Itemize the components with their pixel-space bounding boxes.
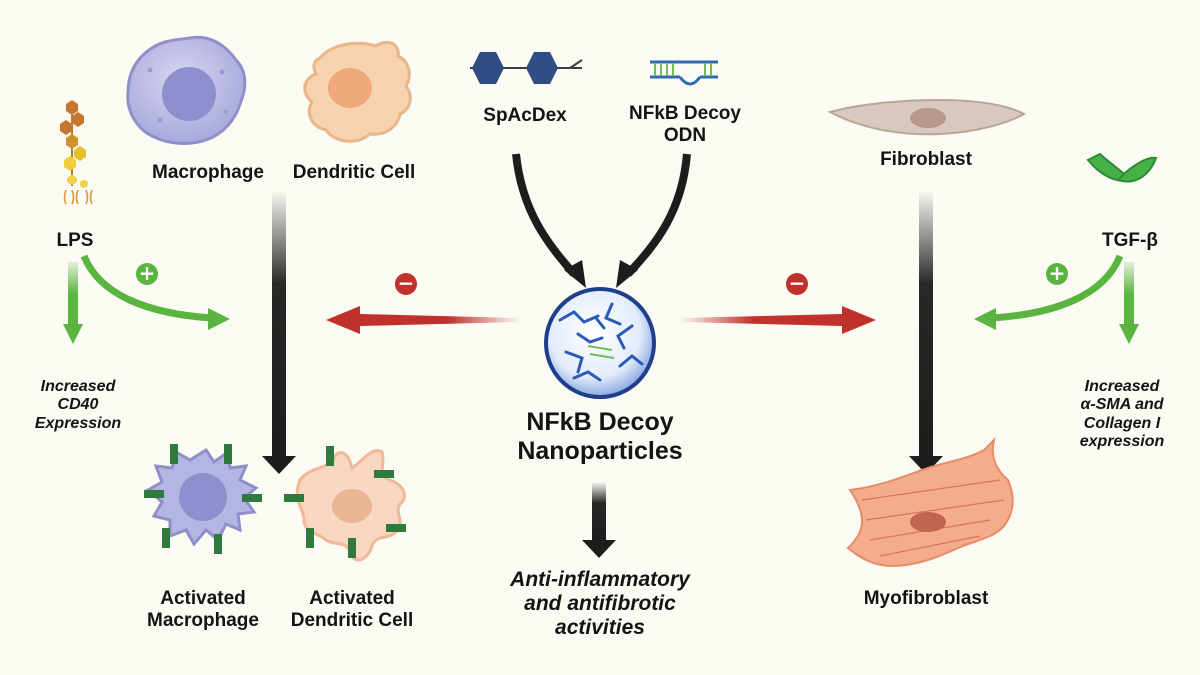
outcome-arrow	[582, 482, 616, 558]
tgf-activation-arrow	[974, 254, 1124, 330]
decoy-odn-label-line1: NFkB Decoy	[629, 103, 741, 124]
spacdex-to-nanoparticle-arrow	[512, 153, 586, 288]
activated-dendritic-cell-icon	[284, 446, 406, 562]
fibroblast-label: Fibroblast	[880, 149, 972, 170]
lps-molecule-icon	[60, 100, 93, 205]
nanoparticle-label: NFkB Decoy Nanoparticles	[486, 408, 714, 466]
lps-effect-line1: Increased	[40, 378, 116, 395]
tgf-effect-line1: Increased	[1084, 378, 1160, 395]
tgf-effect-line4: expression	[1079, 433, 1165, 451]
dendritic-cell-label: Dendritic Cell	[292, 162, 416, 183]
decoy-odn-icon	[650, 60, 718, 86]
nanoparticle-label-line1: NFkB Decoy	[526, 408, 674, 436]
outcome-line3: activities	[555, 616, 645, 640]
outcome-line1: Anti-inflammatory	[510, 568, 690, 591]
tgf-plus-sign: +	[1046, 263, 1068, 285]
fibroblast-differentiation-arrow	[909, 190, 943, 474]
macrophage-label: Macrophage	[152, 162, 264, 183]
tgf-effect-line2: α-SMA and	[1080, 396, 1164, 414]
tgf-beta-icon	[1086, 152, 1158, 183]
odn-to-nanoparticle-arrow	[616, 153, 691, 288]
lps-activation-arrow	[80, 254, 230, 330]
activated-macrophage-line1: Activated	[160, 588, 246, 609]
lps-effect-line3: Expression	[34, 414, 122, 432]
inhibit-immune-minus-sign: −	[395, 273, 417, 295]
activated-macrophage-icon	[144, 444, 262, 554]
lps-plus-sign: +	[136, 263, 158, 285]
spacdex-label: SpAcDex	[483, 105, 567, 126]
tgf-expression-arrow	[1119, 262, 1139, 344]
activated-macrophage-label: Activated Macrophage	[136, 588, 270, 632]
inhibit-fibrosis-arrow	[680, 306, 876, 334]
activated-dendritic-cell-line2: Dendritic Cell	[290, 609, 414, 631]
nanoparticle-icon	[544, 287, 656, 399]
tgf-effect-line3: Collagen I	[1083, 414, 1161, 432]
fibroblast-cell-icon	[827, 98, 1027, 136]
activated-dendritic-cell-label: Activated Dendritic Cell	[280, 588, 424, 632]
lps-label: LPS	[56, 230, 94, 251]
inhibit-fibrosis-minus-sign: −	[786, 273, 808, 295]
decoy-odn-label: NFkB Decoy ODN	[618, 103, 752, 147]
macrophage-activation-arrow	[262, 190, 296, 474]
decoy-odn-label-line2: ODN	[663, 124, 707, 146]
lps-effect-label: Increased CD40 Expression	[18, 378, 138, 433]
activated-macrophage-line2: Macrophage	[147, 609, 259, 631]
lps-expression-arrow	[63, 262, 83, 344]
outcome-label: Anti-inflammatory and antifibrotic activ…	[486, 568, 714, 640]
tgf-beta-label: TGF-β	[1102, 230, 1158, 251]
spacdex-polymer-icon	[470, 52, 583, 84]
myofibroblast-label: Myofibroblast	[863, 588, 989, 609]
tgf-effect-label: Increased α-SMA and Collagen I expressio…	[1052, 378, 1192, 452]
activated-dendritic-cell-line1: Activated	[309, 588, 395, 609]
inhibit-immune-arrow	[326, 306, 520, 334]
myofibroblast-cell-icon	[846, 436, 1014, 568]
macrophage-cell-icon	[126, 35, 247, 145]
outcome-line2: and antifibrotic	[524, 592, 676, 616]
nanoparticle-label-line2: Nanoparticles	[517, 436, 683, 465]
dendritic-cell-icon	[303, 40, 412, 143]
lps-effect-line2: CD40	[57, 396, 99, 414]
